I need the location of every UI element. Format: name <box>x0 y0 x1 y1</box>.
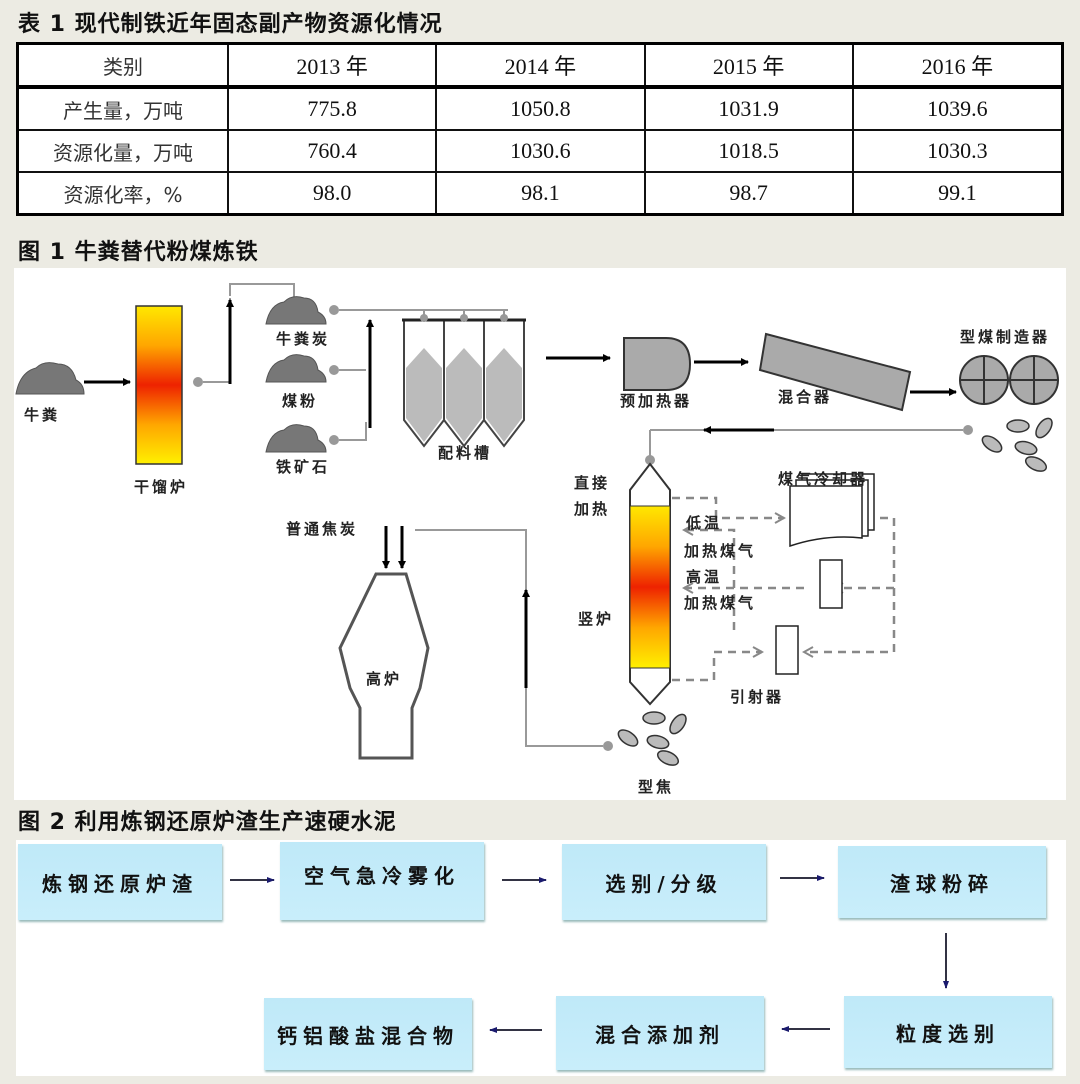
label-mixer: 混合器 <box>778 388 833 406</box>
cement-process-flowchart: 炼钢还原炉渣 空气急冷雾化 选别/分级 渣球粉碎 粒度选别 混合添加剂 钙铝酸盐… <box>16 840 1066 1076</box>
label-preheater: 预加热器 <box>620 392 693 410</box>
label-blast-furnace: 高炉 <box>366 670 403 688</box>
header-2013: 2013 年 <box>226 42 438 89</box>
ejector-icon <box>775 625 799 675</box>
row-label: 资源化率，% <box>16 171 229 216</box>
label-iron-ore: 铁矿石 <box>276 458 331 476</box>
label-cow-dung: 牛粪 <box>24 406 61 424</box>
cell: 1018.5 <box>643 129 854 173</box>
label-ordinary-coke: 普通焦炭 <box>286 520 359 538</box>
step-calcium-aluminate-mixture: 钙铝酸盐混合物 <box>264 998 472 1070</box>
label-high-temp-2: 加热煤气 <box>684 594 757 612</box>
label-briquette-maker: 型煤制造器 <box>960 328 1051 346</box>
cow-dung-ironmaking-diagram: 牛粪 干馏炉 牛粪炭 煤粉 铁矿石 配料槽 预加热器 混合器 型煤制造器 直接 … <box>14 268 1066 800</box>
iron-ore-pile-icon <box>265 424 327 453</box>
cell: 98.1 <box>435 171 646 216</box>
header-2015: 2015 年 <box>643 42 854 89</box>
label-formed-coke: 型焦 <box>638 778 675 796</box>
label-direct-heating-1: 直接 <box>574 474 611 492</box>
cell: 99.1 <box>851 171 1064 216</box>
figure1-caption: 图 1 牛粪替代粉煤炼铁 <box>18 240 259 265</box>
cow-dung-char-pile-icon <box>265 296 327 325</box>
step-particle-size-sorting: 粒度选别 <box>844 996 1052 1068</box>
mixer-icon <box>758 332 912 412</box>
batching-tank-icon <box>402 310 526 448</box>
figure2-caption: 图 2 利用炼钢还原炉渣生产速硬水泥 <box>18 810 397 835</box>
preheater-icon <box>623 337 692 391</box>
table-row: 资源化率，% 98.0 98.1 98.7 99.1 <box>16 171 1064 216</box>
cell: 1030.3 <box>851 129 1064 173</box>
dry-distillation-furnace-icon <box>135 305 183 465</box>
row-label: 产生量，万吨 <box>16 86 229 131</box>
cell: 98.7 <box>643 171 854 216</box>
label-dry-distillation-furnace: 干馏炉 <box>134 478 189 496</box>
heater-box-icon <box>819 559 843 609</box>
blast-furnace-icon <box>338 572 430 760</box>
label-low-temp-2: 加热煤气 <box>684 542 757 560</box>
table-row: 资源化量，万吨 760.4 1030.6 1018.5 1030.3 <box>16 129 1064 173</box>
header-2014: 2014 年 <box>435 42 646 89</box>
cell: 775.8 <box>226 86 438 131</box>
cell: 98.0 <box>226 171 438 216</box>
step-steel-slag: 炼钢还原炉渣 <box>18 844 222 920</box>
header-category: 类别 <box>16 42 229 89</box>
briquette-maker-icon <box>959 355 1059 405</box>
byproduct-table: 类别 2013 年 2014 年 2015 年 2016 年 产生量，万吨 77… <box>16 42 1064 216</box>
shaft-furnace-icon <box>629 462 671 706</box>
row-label: 资源化量，万吨 <box>16 129 229 173</box>
table1-caption: 表 1 现代制铁近年固态副产物资源化情况 <box>18 12 443 37</box>
formed-coke-icon <box>617 711 687 766</box>
label-cow-dung-char: 牛粪炭 <box>276 330 331 348</box>
header-2016: 2016 年 <box>851 42 1064 89</box>
cell: 1030.6 <box>435 129 646 173</box>
briquettes-icon <box>981 417 1053 472</box>
step-sorting-grading: 选别/分级 <box>562 844 766 920</box>
label-coal-powder: 煤粉 <box>282 392 319 410</box>
label-ejector: 引射器 <box>730 688 785 706</box>
step-mix-additives: 混合添加剂 <box>556 996 764 1070</box>
label-direct-heating-2: 加热 <box>574 500 611 518</box>
label-batching-tank: 配料槽 <box>438 444 493 462</box>
coal-powder-pile-icon <box>265 354 327 383</box>
step-slag-ball-crushing: 渣球粉碎 <box>838 846 1046 918</box>
cell: 1031.9 <box>643 86 854 131</box>
label-low-temp-1: 低温 <box>686 514 723 532</box>
step-air-quench-atomize: 空气急冷雾化 <box>280 842 484 920</box>
table-row: 产生量，万吨 775.8 1050.8 1031.9 1039.6 <box>16 86 1064 131</box>
cell: 1050.8 <box>435 86 646 131</box>
label-shaft-furnace: 竖炉 <box>578 610 615 628</box>
label-high-temp-1: 高温 <box>686 568 723 586</box>
cell: 1039.6 <box>851 86 1064 131</box>
label-gas-cooler: 煤气冷却器 <box>778 470 869 488</box>
table-header-row: 类别 2013 年 2014 年 2015 年 2016 年 <box>16 42 1064 89</box>
gas-cooler-icon <box>789 473 875 548</box>
cell: 760.4 <box>226 129 438 173</box>
cow-dung-pile-icon <box>15 362 85 395</box>
